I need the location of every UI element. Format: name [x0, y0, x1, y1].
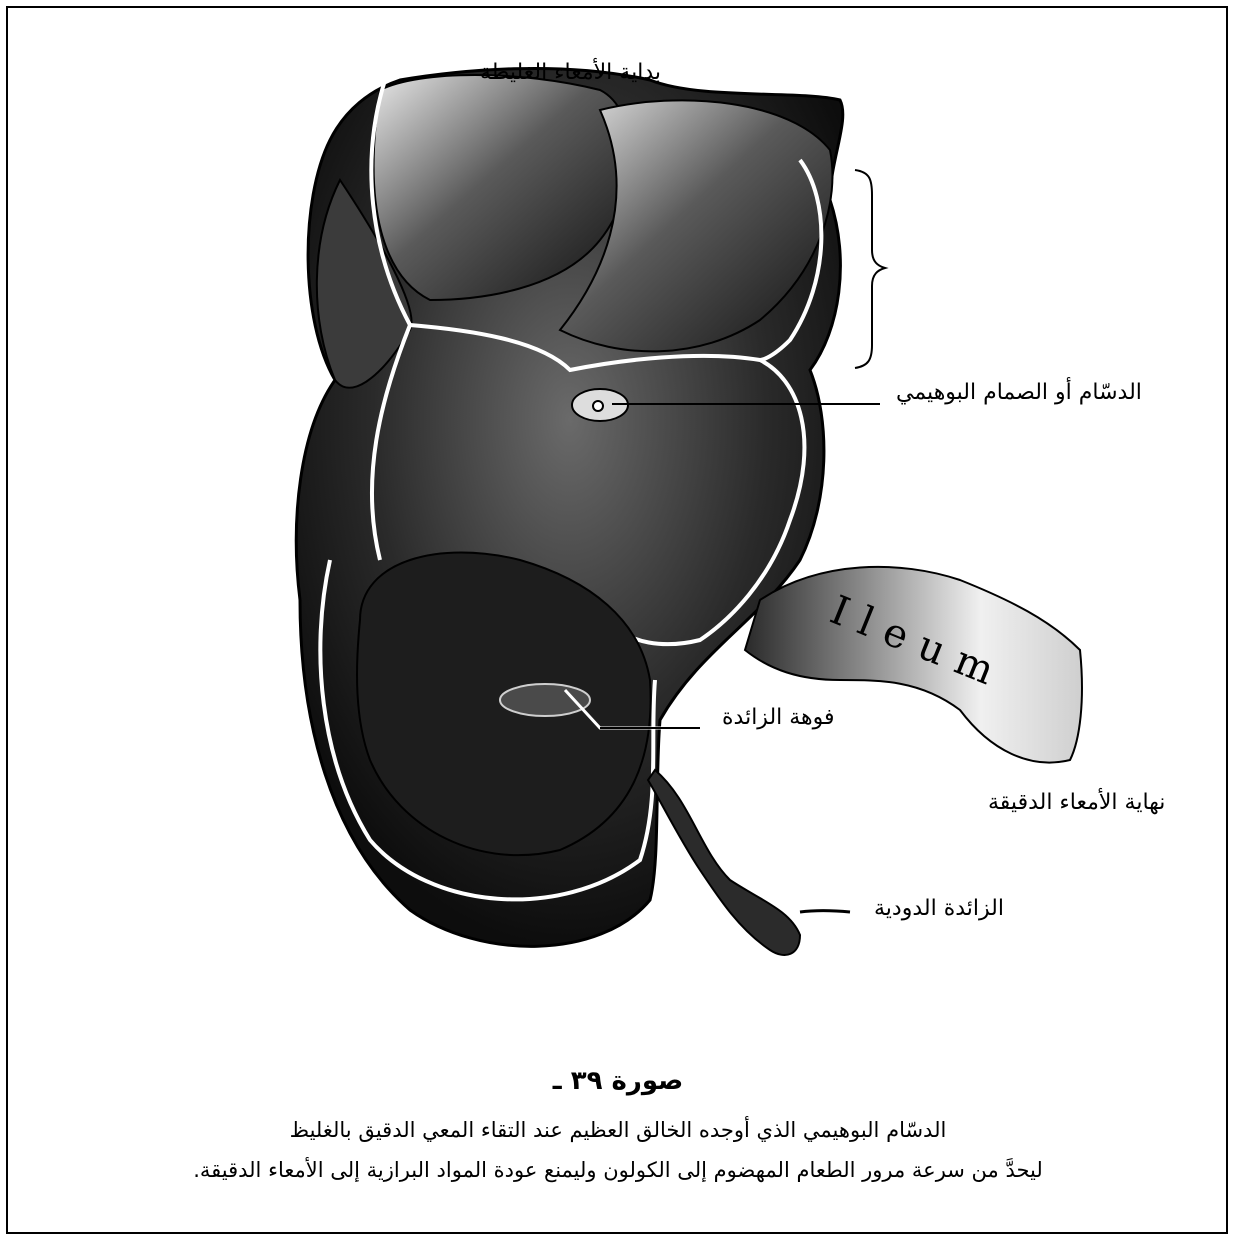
label-vermiform-appendix: الزائدة الدودية	[874, 898, 1004, 920]
caption-line-1: الدسّام البوهيمي الذي أوجده الخالق العظي…	[0, 1118, 1236, 1142]
figure-number: صورة ٣٩ ـ	[0, 1066, 1236, 1096]
bracket	[855, 170, 885, 368]
label-appendix-opening: فوهة الزائدة	[722, 707, 835, 729]
appendix-opening-mark	[500, 684, 590, 716]
appendix-tube	[648, 770, 800, 955]
label-large-intestine-start: بداية الأمعاء الغليظة	[480, 62, 661, 84]
label-ileocecal-valve: الدسّام أو الصمام البوهيمي	[896, 382, 1142, 404]
caption-line-2: ليحدَّ من سرعة مرور الطعام المهضوم إلى ا…	[0, 1158, 1236, 1182]
label-small-intestine-end: نهاية الأمعاء الدقيقة	[988, 792, 1165, 814]
leader-appendix	[800, 911, 850, 913]
